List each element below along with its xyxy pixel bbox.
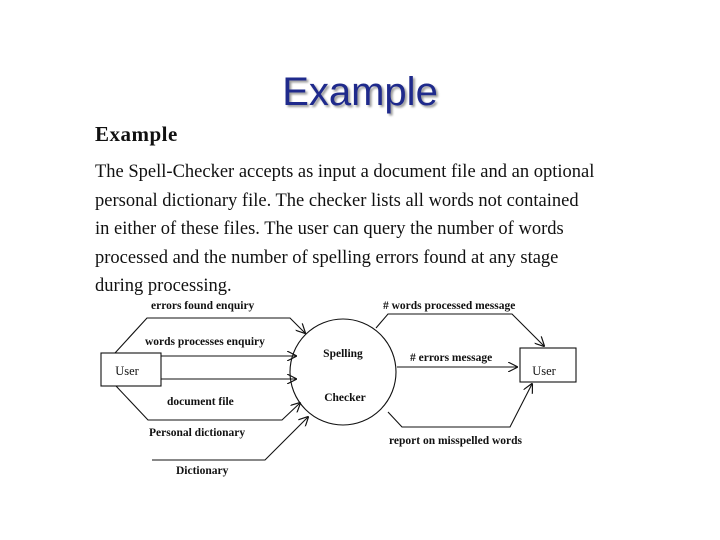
label-report-misspelled: report on misspelled words: [389, 435, 523, 447]
process-label-top: Spelling: [323, 348, 363, 360]
user-label-left: User: [115, 364, 139, 378]
label-errors-message: # errors message: [410, 352, 492, 364]
label-words-processes-enquiry: words processes enquiry: [145, 336, 265, 348]
flow-errors-found-enquiry: [114, 317, 305, 354]
flow-words-processed-message: [375, 313, 544, 346]
user-label-right: User: [532, 364, 556, 378]
flow-report-misspelled: [387, 384, 532, 428]
label-personal-dictionary: Personal dictionary: [149, 427, 245, 439]
flow-dictionary: [152, 417, 308, 461]
spelling-checker-process: [289, 318, 397, 426]
label-errors-found-enquiry: errors found enquiry: [151, 300, 255, 312]
label-document-file: document file: [167, 396, 234, 408]
description-paragraph: The Spell-Checker accepts as input a doc…: [95, 162, 595, 296]
slide-title: Example: [282, 70, 438, 114]
flow-personal-dictionary: [115, 385, 300, 421]
label-words-processed-message: # words processed message: [383, 300, 515, 312]
process-label-bottom: Checker: [324, 392, 366, 404]
section-heading: Example: [95, 122, 178, 146]
user-entity-right: [519, 347, 577, 383]
label-dictionary: Dictionary: [176, 465, 229, 477]
user-entity-left: [100, 352, 162, 387]
